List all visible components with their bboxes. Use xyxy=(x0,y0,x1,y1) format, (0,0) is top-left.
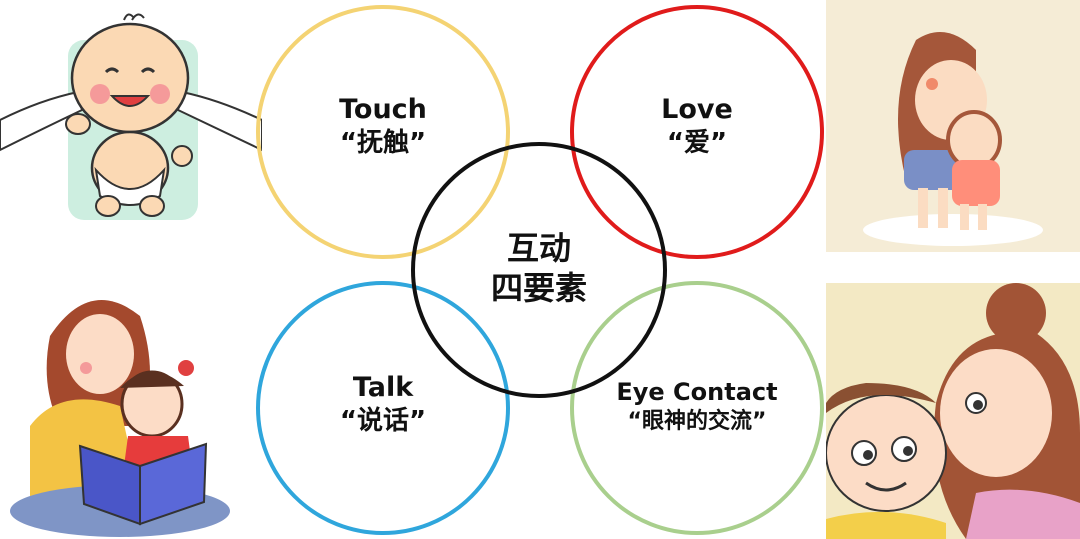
eye-contact-label-zh: “眼神的交流” xyxy=(627,408,767,434)
love-label-en: Love xyxy=(661,94,733,125)
love-circle xyxy=(570,5,824,259)
talk-circle xyxy=(256,281,510,535)
love-label: Love “爱” xyxy=(597,94,797,160)
mother-hug-illustration xyxy=(826,0,1080,252)
center-label-line2: 四要素 xyxy=(490,269,587,307)
eye-contact-illustration xyxy=(826,283,1080,539)
touch-label-en: Touch xyxy=(339,94,427,125)
talk-label-zh: “说话” xyxy=(339,406,427,437)
eye-contact-circle xyxy=(570,281,824,535)
baby-massage-illustration xyxy=(0,0,262,262)
love-label-zh: “爱” xyxy=(666,128,728,159)
center-circle xyxy=(411,142,667,398)
talk-label: Talk “说话” xyxy=(283,372,483,438)
center-label-line1: 互动 xyxy=(506,229,571,267)
touch-circle xyxy=(256,5,510,259)
mother-reading-illustration xyxy=(0,276,250,539)
eye-contact-label: Eye Contact “眼神的交流” xyxy=(577,378,817,435)
center-label: 互动 四要素 xyxy=(439,228,639,308)
eye-contact-label-en: Eye Contact xyxy=(616,378,778,406)
talk-label-en: Talk xyxy=(352,372,414,403)
touch-label: Touch “抚触” xyxy=(283,94,483,160)
touch-label-zh: “抚触” xyxy=(339,128,427,159)
